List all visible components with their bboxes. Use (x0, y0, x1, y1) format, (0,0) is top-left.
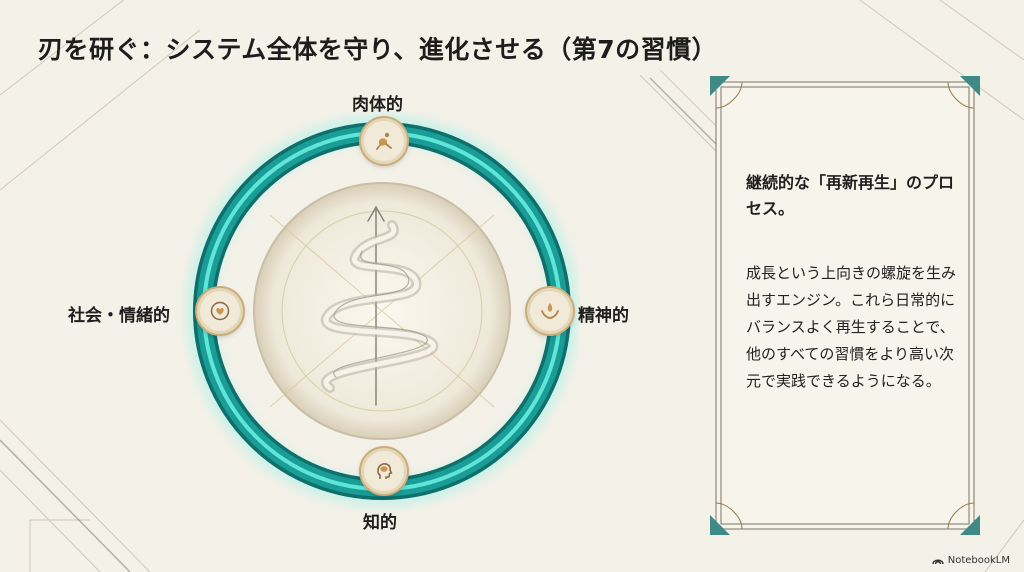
panel-body: 成長という上向きの螺旋を生み出すエンジン。これら日常的にバランスよく再生すること… (746, 264, 957, 390)
watermark-text: NotebookLM (947, 555, 1010, 566)
node-physical[interactable] (361, 118, 407, 164)
ornate-frame (710, 76, 980, 535)
node-label-spiritual: 精神的 (578, 306, 629, 326)
node-spiritual[interactable] (527, 288, 573, 334)
node-intellectual[interactable] (361, 448, 407, 494)
lotus-hands-icon (541, 303, 559, 319)
node-label-physical: 肉体的 (352, 95, 403, 115)
notebooklm-logo-icon (932, 559, 944, 565)
info-panel: 継続的な「再新再生」のプロセス。 成長という上向きの螺旋を生み出すエンジン。これ… (708, 74, 982, 537)
notebooklm-watermark: NotebookLM (932, 555, 1010, 566)
body-figure-icon (376, 132, 392, 150)
head-brain-icon (377, 463, 393, 479)
balance-cycle-diagram: 肉体的 精神的 知的 社会・情緒的 (68, 85, 629, 535)
upward-spiral-icon (320, 205, 439, 406)
node-social-emotional[interactable] (197, 288, 243, 334)
node-label-social-emotional: 社会・情緒的 (68, 306, 170, 326)
heart-circle-icon (210, 301, 230, 321)
panel-heading: 継続的な「再新再生」のプロセス。 (746, 173, 955, 218)
node-label-intellectual: 知的 (363, 513, 397, 533)
page-title: 刃を研ぐ：システム全体を守り、進化させる（第7の習慣） (38, 35, 718, 64)
